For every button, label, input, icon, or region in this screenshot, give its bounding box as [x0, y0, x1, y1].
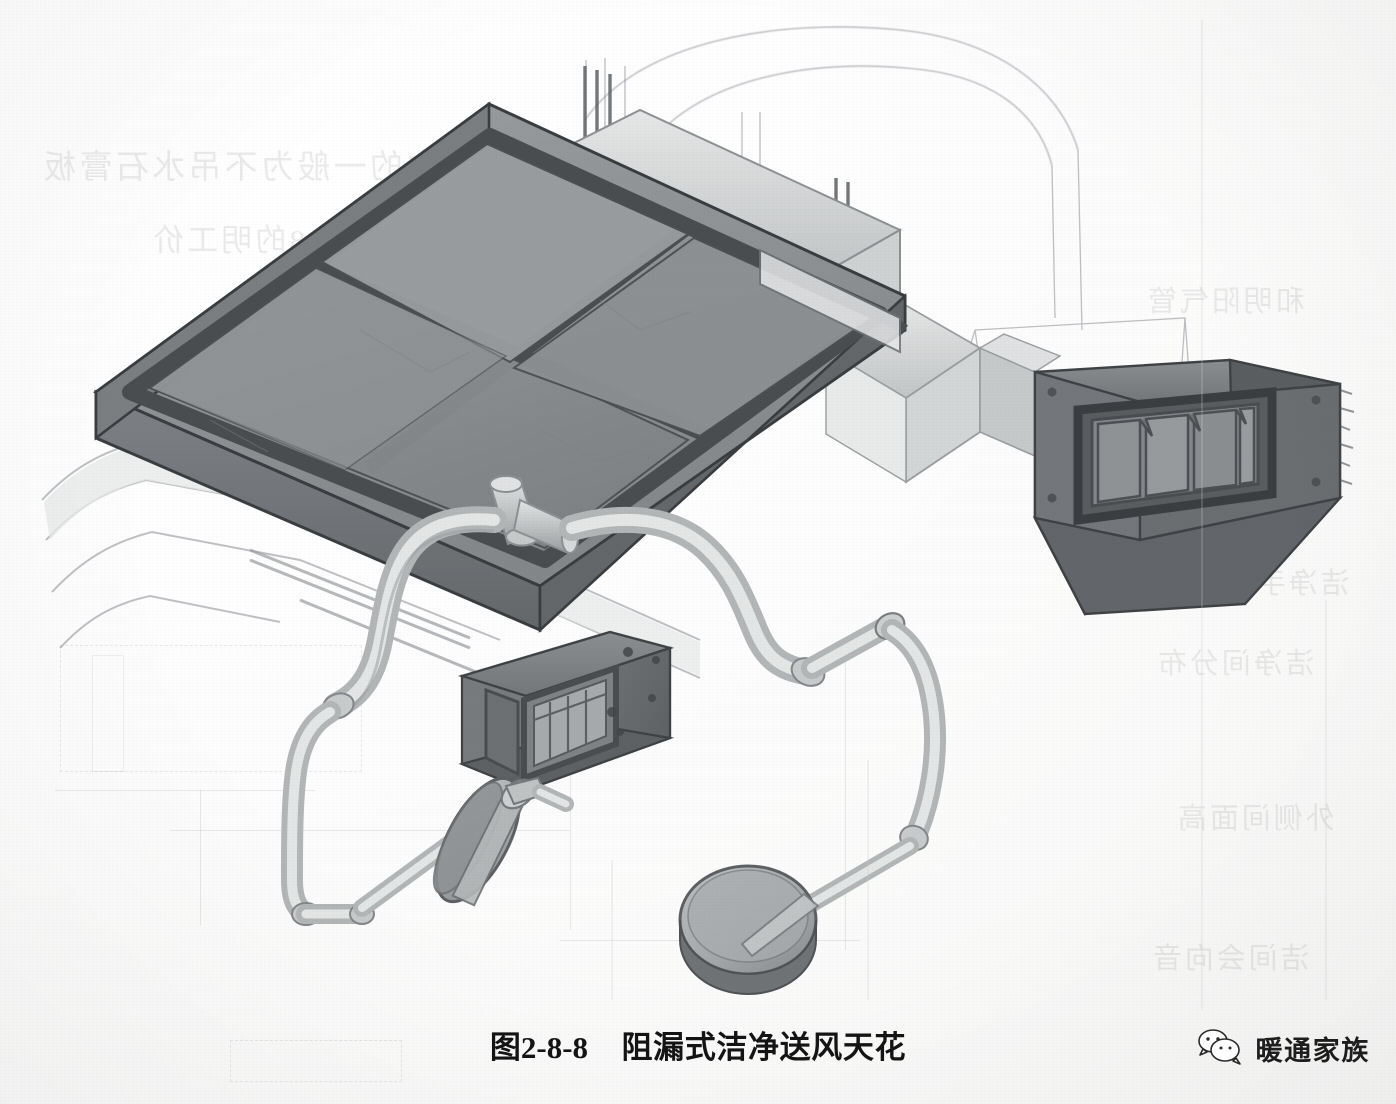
lamp-head-right [678, 864, 820, 995]
ghost-soffit-band [44, 444, 700, 676]
plenum-right-extension [759, 248, 901, 354]
box-corner-fasteners [1047, 387, 1321, 503]
pendant-box-grille [484, 663, 619, 783]
right-supply-box [1032, 358, 1355, 616]
louver-opening [1073, 387, 1277, 526]
ghost-arc [584, 26, 1079, 167]
scan-edge-artefact [1339, 389, 1355, 485]
wechat-logo-icon [1197, 1029, 1241, 1065]
diffuser-panel-grid [147, 142, 875, 550]
lamp-arm-left [280, 506, 507, 926]
scan-artefacts [209, 299, 691, 463]
lamp-head-left [432, 776, 548, 907]
figure-caption: 图2-8-8 阻漏式洁净送风天花 [0, 1022, 1396, 1067]
ceiling-supply-plenum [93, 101, 908, 633]
figure-caption-spacer [596, 1030, 613, 1065]
pendant-drop-stub [532, 784, 574, 812]
lamp-arm-right [559, 506, 947, 965]
wechat-account-name: 暖通家族 [1255, 1035, 1370, 1066]
louver-blades [1096, 406, 1256, 504]
wechat-watermark: 暖通家族 [1196, 1028, 1370, 1068]
pendant-box-fasteners [607, 647, 660, 736]
scan-streaks [611, 20, 1327, 1010]
figure-caption-title: 阻漏式洁净送风天花 [621, 1030, 907, 1065]
pendant-equipment-box [457, 630, 675, 792]
lamp-arm-assembly [280, 475, 947, 995]
figure-caption-number: 图2-8-8 [489, 1030, 589, 1065]
